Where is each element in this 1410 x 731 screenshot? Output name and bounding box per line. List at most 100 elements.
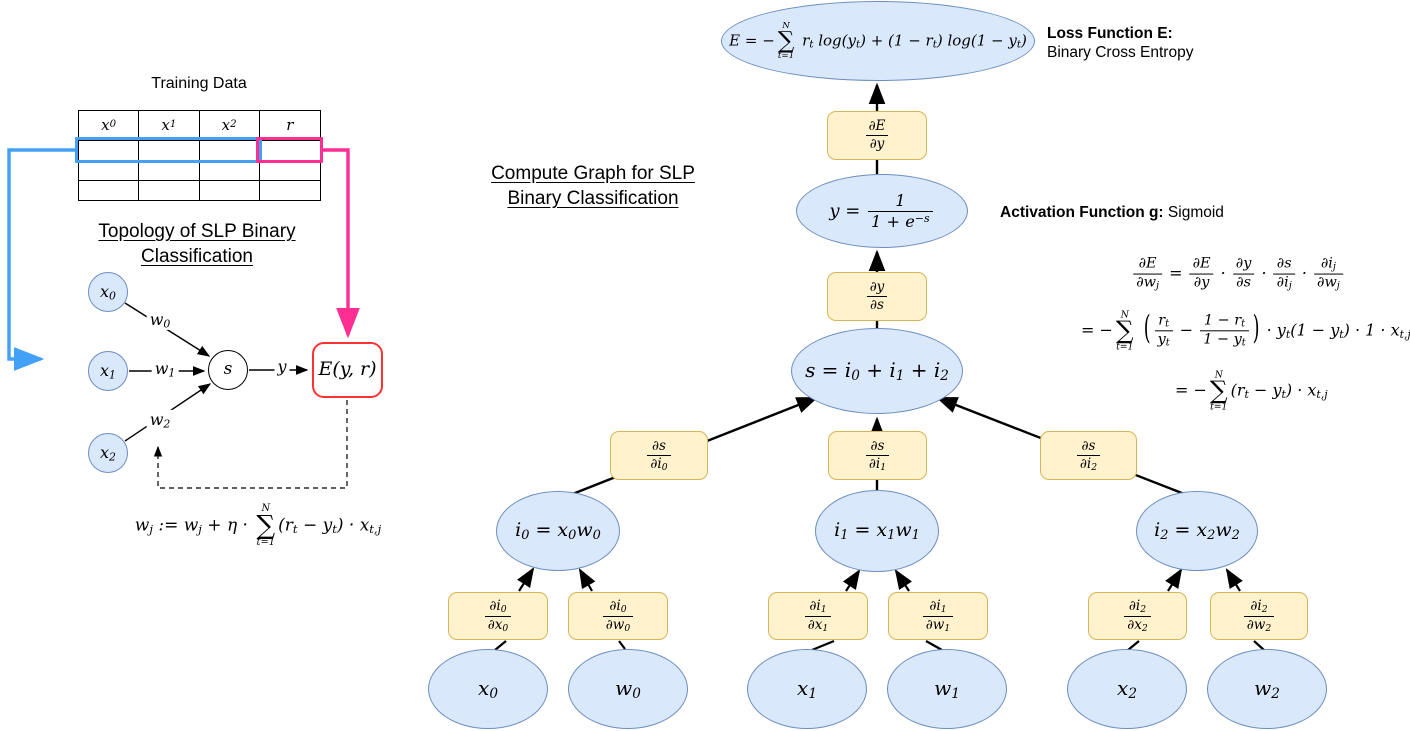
node-loss-label: E(y, r) xyxy=(318,358,377,381)
box-di1-dw1: ∂i1∂w1 xyxy=(888,592,988,640)
box-ds-di1-label: ∂s∂i1 xyxy=(864,439,891,472)
edge-label-w1: w1 xyxy=(151,358,179,380)
node-x2: x2 xyxy=(88,433,128,473)
edge-label-y: y xyxy=(274,357,290,377)
table-cell xyxy=(200,181,260,201)
leaf-w1: w1 xyxy=(887,649,1007,729)
node-x1: x1 xyxy=(88,351,128,391)
box-di0-dw0: ∂i0∂w0 xyxy=(568,592,668,640)
feedback-dashed-arrow xyxy=(153,400,348,489)
target-column-arrow xyxy=(322,148,360,339)
box-di2-dw2-label: ∂i2∂w2 xyxy=(1242,599,1276,633)
loss-note: Loss Function E: Binary Cross Entropy xyxy=(1047,24,1193,62)
input-row-highlight xyxy=(75,137,262,163)
table-cell xyxy=(79,161,140,181)
node-sum: s = i0 + i1 + i2 xyxy=(791,328,963,414)
table-cell xyxy=(139,181,200,201)
compute-graph-title-line2: Binary Classification xyxy=(507,188,679,209)
chain-rule-line1: ∂E∂wj = ∂E∂y · ∂y∂s · ∂s∂ij · ∂ij∂wj xyxy=(1131,256,1345,292)
node-x0-label: x0 xyxy=(100,281,116,303)
table-header-r: r xyxy=(259,111,320,141)
compute-graph-title-line1: Compute Graph for SLP xyxy=(491,163,695,184)
box-di0-dw0-label: ∂i0∂w0 xyxy=(601,599,635,633)
activation-note-title: Activation Function g: xyxy=(1000,204,1164,221)
leaf-w0-label: w0 xyxy=(615,676,641,703)
box-di1-dw1-label: ∂i1∂w1 xyxy=(921,599,955,633)
node-i2: i2 = x2w2 xyxy=(1136,491,1258,571)
leaf-x1-label: x1 xyxy=(797,676,817,703)
loss-note-title: Loss Function E: xyxy=(1047,25,1173,42)
box-ds-di1: ∂s∂i1 xyxy=(828,431,927,480)
activation-note: Activation Function g: Sigmoid xyxy=(1000,203,1224,222)
box-di1-dx1: ∂i1∂x1 xyxy=(768,592,868,640)
box-dy-ds-label: ∂y∂s xyxy=(865,280,890,313)
box-dE-dy-label: ∂E∂y xyxy=(864,119,891,152)
weight-update-formula: wj := wj + η · N∑t=1(rt − yt) · xt,j xyxy=(134,503,382,549)
arrow-di2dw2-i2 xyxy=(1225,568,1243,592)
node-s-label: s xyxy=(223,359,233,380)
box-di2-dx2-label: ∂i2∂x2 xyxy=(1122,599,1152,633)
topology-title-line1: Topology of SLP Binary xyxy=(98,221,296,242)
box-ds-di2-label: ∂s∂i2 xyxy=(1075,439,1102,472)
compute-graph-title: Compute Graph for SLP Binary Classificat… xyxy=(491,161,695,211)
table-cell xyxy=(139,161,200,181)
node-loss: E(y, r) xyxy=(312,342,383,398)
leaf-w1-label: w1 xyxy=(934,676,960,703)
node-i1-label: i1 = x1w1 xyxy=(834,519,920,543)
leaf-x0: x0 xyxy=(428,649,548,729)
input-row-arrow xyxy=(7,148,76,371)
table-cell xyxy=(260,181,320,201)
box-di2-dw2: ∂i2∂w2 xyxy=(1210,592,1308,640)
stub-w1 xyxy=(925,640,943,651)
leaf-x0-label: x0 xyxy=(478,676,498,703)
node-i0: i0 = x0w0 xyxy=(496,491,620,571)
box-dE-dy: ∂E∂y xyxy=(827,111,927,160)
leaf-w2-label: w2 xyxy=(1254,676,1280,703)
edge-label-w0: w0 xyxy=(146,309,174,331)
target-cell-highlight xyxy=(256,137,323,163)
leaf-x2: x2 xyxy=(1067,649,1187,729)
leaf-w2: w2 xyxy=(1207,649,1327,729)
box-ds-di0: ∂s∂i0 xyxy=(610,431,708,480)
node-i1: i1 = x1w1 xyxy=(815,490,939,572)
box-ds-di2: ∂s∂i2 xyxy=(1040,431,1137,480)
loss-note-body: Binary Cross Entropy xyxy=(1047,44,1194,61)
arrow-di1dw1-i1 xyxy=(894,569,913,592)
stub-w2 xyxy=(1253,640,1265,651)
node-i2-label: i2 = x2w2 xyxy=(1154,519,1240,543)
chain-rule-line3: = −N∑t=1(rt − yt) · xt,j xyxy=(1175,369,1328,413)
stub-w0 xyxy=(618,640,626,650)
sum-formula: s = i0 + i1 + i2 xyxy=(805,358,949,385)
table-cell xyxy=(259,161,320,181)
leaf-x2-label: x2 xyxy=(1117,676,1137,703)
stub-x0 xyxy=(494,640,507,651)
node-x1-label: x1 xyxy=(100,360,116,382)
leaf-w0: w0 xyxy=(568,649,688,729)
box-di2-dx2: ∂i2∂x2 xyxy=(1088,592,1187,640)
edge-label-w2: w2 xyxy=(146,409,174,431)
arrow-di2dx2-i2 xyxy=(1165,568,1183,592)
box-dy-ds: ∂y∂s xyxy=(827,272,927,321)
topology-title-line2: Classification xyxy=(141,246,253,267)
activation-note-body: Sigmoid xyxy=(1163,204,1224,221)
box-di0-dx0-label: ∂i0∂x0 xyxy=(483,599,513,633)
node-loss-formula: E = −N∑t=1 rt log(yt) + (1 − rt) log(1 −… xyxy=(721,1,1035,81)
training-data-title: Training Data xyxy=(151,75,247,92)
node-s: s xyxy=(208,350,248,390)
arrow-di1dx1-i1 xyxy=(842,569,861,592)
node-x0: x0 xyxy=(88,272,128,312)
table-cell xyxy=(79,181,140,201)
stub-x2 xyxy=(1127,640,1140,651)
arrow-di0dw0-i0 xyxy=(578,568,596,592)
stub-x1 xyxy=(811,639,835,652)
topology-title: Topology of SLP Binary Classification xyxy=(98,219,295,269)
node-i0-label: i0 = x0w0 xyxy=(515,519,601,543)
